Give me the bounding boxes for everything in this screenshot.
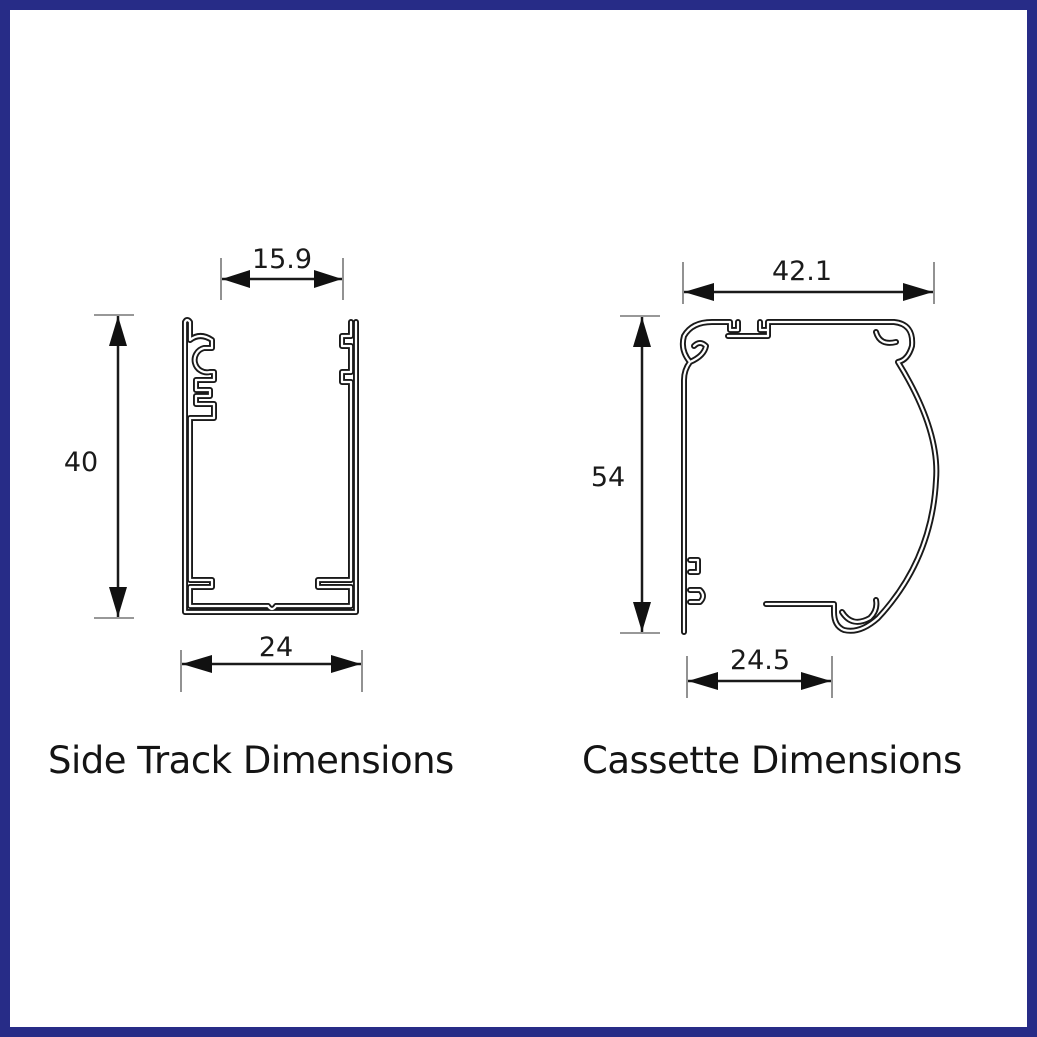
arrow-down-icon — [633, 602, 651, 632]
arrow-left-icon — [684, 283, 714, 301]
arrow-right-icon — [331, 655, 361, 673]
side-track-top-dimension: 15.9 — [220, 244, 344, 300]
cassette-diagram: 42.1 54 24.5 — [591, 256, 940, 698]
side-track-top-opening-label: 15.9 — [252, 244, 312, 275]
cassette-height-dimension: 54 — [591, 315, 660, 634]
arrow-right-icon — [801, 672, 831, 690]
arrow-down-icon — [109, 587, 127, 617]
arrow-left-icon — [688, 672, 718, 690]
cassette-bottom-opening-label: 24.5 — [730, 645, 790, 676]
arrow-right-icon — [903, 283, 933, 301]
cassette-top-dimension: 42.1 — [682, 256, 935, 304]
side-track-height-dimension: 40 — [64, 314, 134, 619]
side-track-height-label: 40 — [64, 447, 98, 478]
cassette-height-label: 54 — [591, 462, 625, 493]
arrow-left-icon — [182, 655, 212, 673]
cassette-bottom-dimension: 24.5 — [686, 645, 833, 698]
side-track-width-label: 24 — [259, 632, 293, 663]
side-track-profile — [182, 317, 359, 615]
cassette-caption: Cassette Dimensions — [582, 739, 962, 782]
cassette-profile — [679, 319, 940, 635]
cassette-width-label: 42.1 — [772, 256, 832, 287]
arrow-up-icon — [109, 316, 127, 346]
arrow-left-icon — [222, 270, 250, 288]
arrow-right-icon — [314, 270, 342, 288]
side-track-diagram: 15.9 40 24 — [64, 244, 363, 692]
side-track-bottom-dimension: 24 — [180, 632, 363, 692]
arrow-up-icon — [633, 317, 651, 347]
side-track-caption: Side Track Dimensions — [48, 739, 454, 782]
